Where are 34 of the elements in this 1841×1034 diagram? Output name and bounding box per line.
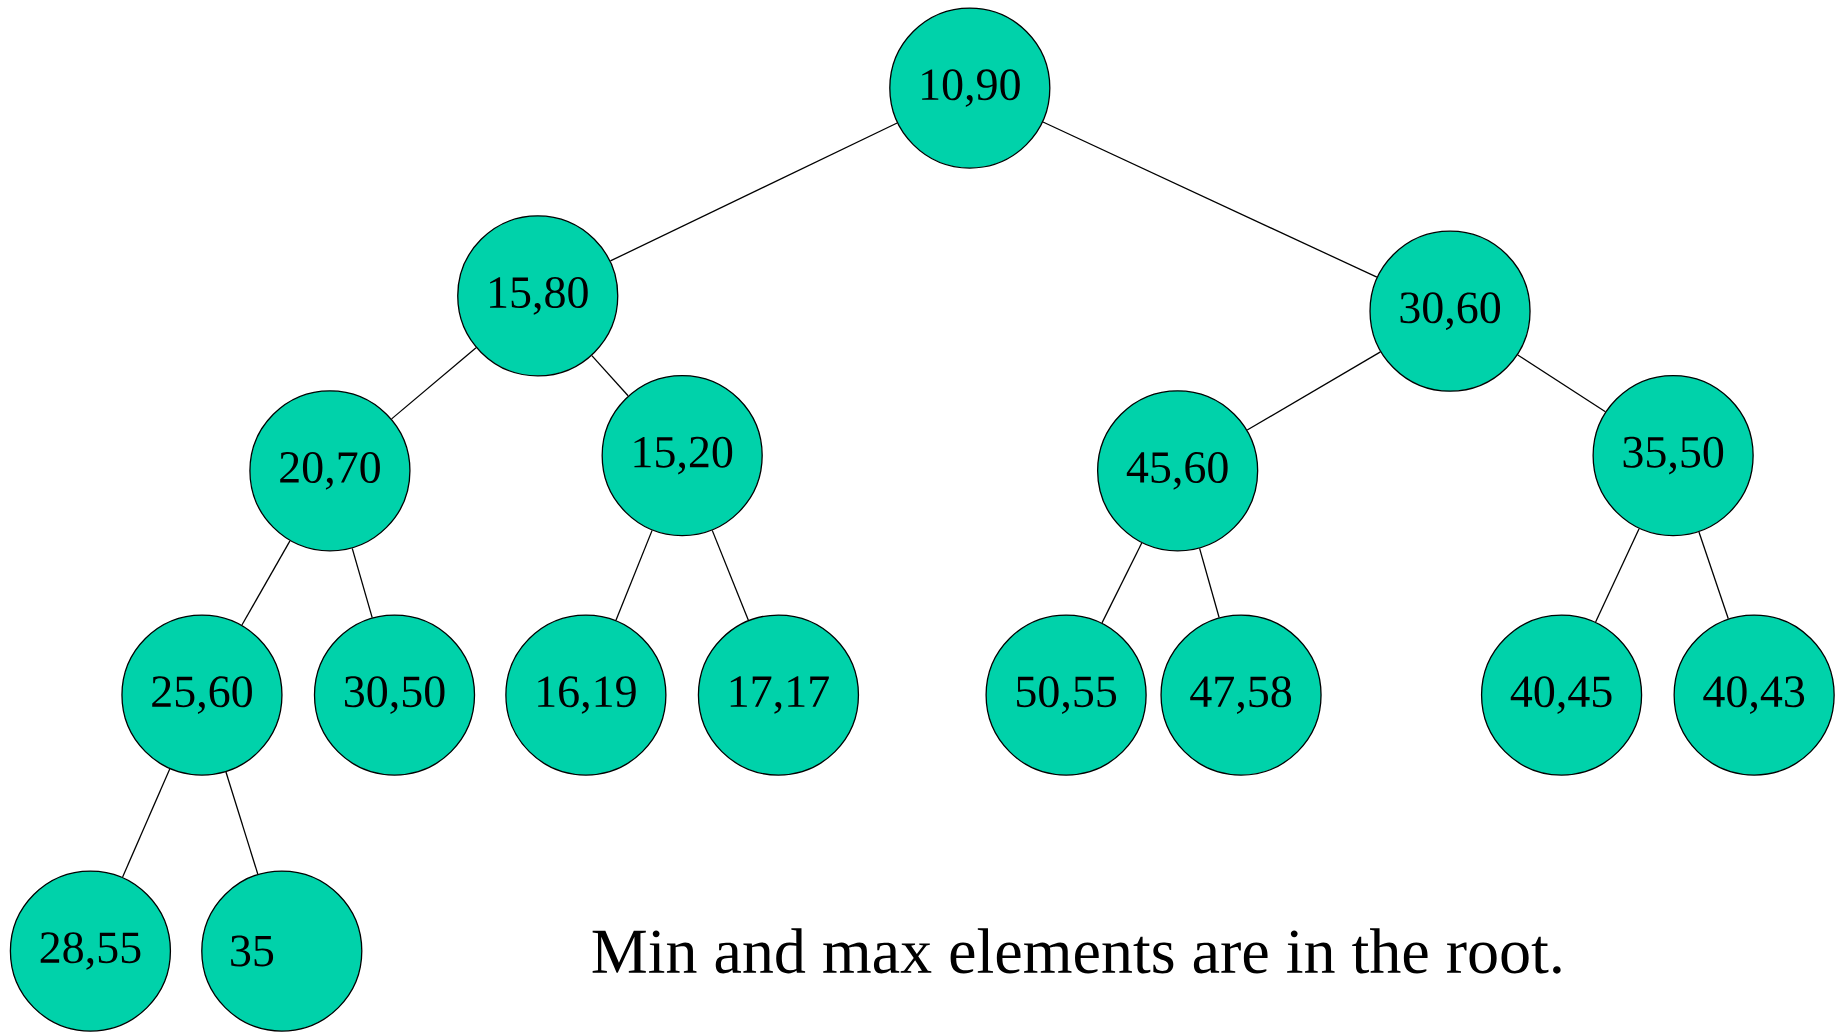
caption-text: Min and max elements are in the root. bbox=[592, 928, 1561, 974]
tree-edge bbox=[1698, 531, 1729, 620]
tree-edge bbox=[1198, 547, 1220, 619]
tree-node: 40,45 bbox=[1480, 614, 1643, 776]
tree-node: 17,17 bbox=[697, 614, 860, 776]
tree-edge bbox=[1246, 351, 1382, 431]
tree-node: 15,20 bbox=[601, 374, 763, 537]
tree-node: 35 bbox=[201, 870, 363, 1032]
tree-edge bbox=[121, 768, 171, 878]
tree-edge bbox=[1101, 542, 1143, 624]
tree-edge bbox=[1042, 121, 1378, 278]
tree-edge bbox=[609, 122, 898, 262]
tree-node: 28,55 bbox=[9, 870, 172, 1032]
tree-edge bbox=[351, 547, 373, 619]
tree-node: 16,19 bbox=[505, 614, 667, 776]
tree-edge bbox=[711, 529, 749, 621]
tree-edge bbox=[225, 771, 259, 875]
tree-node: 15,80 bbox=[457, 215, 619, 377]
tree-node: 45,60 bbox=[1097, 390, 1259, 552]
tree-edge bbox=[1517, 354, 1607, 413]
tree-node: 35,50 bbox=[1592, 374, 1754, 537]
tree-node: 25,60 bbox=[121, 614, 283, 776]
tree-node: 30,60 bbox=[1369, 230, 1531, 392]
tree-node: 20,70 bbox=[249, 390, 411, 552]
tree-edge bbox=[241, 540, 291, 626]
tree-edge bbox=[391, 347, 477, 420]
tree-edge bbox=[615, 529, 653, 621]
tree-node: 30,50 bbox=[313, 614, 476, 776]
tree-edge bbox=[591, 355, 629, 397]
tree-node: 50,55 bbox=[985, 614, 1147, 776]
tree-node: 10,90 bbox=[889, 7, 1051, 169]
tree-node: 40,43 bbox=[1673, 614, 1835, 776]
tree-node: 47,58 bbox=[1160, 614, 1322, 776]
tree-edge bbox=[1594, 528, 1640, 623]
